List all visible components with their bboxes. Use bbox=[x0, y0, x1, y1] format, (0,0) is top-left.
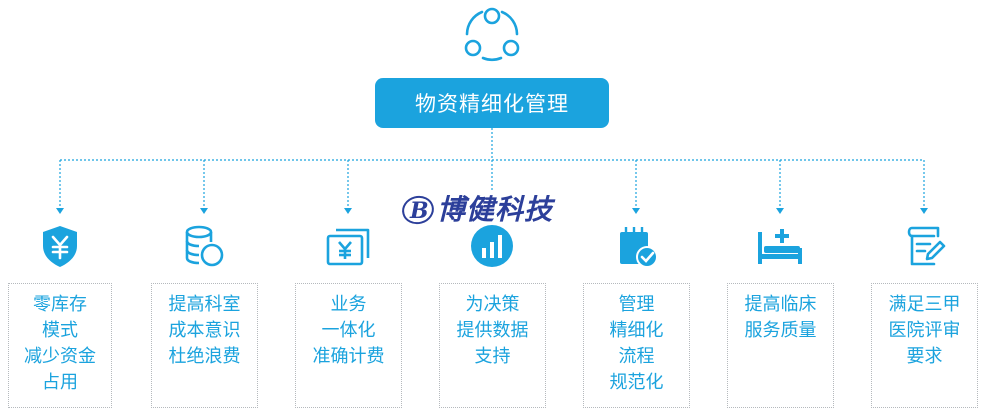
watermark-text: 博健科技 bbox=[437, 193, 554, 226]
brand-watermark-logo: B bbox=[402, 195, 434, 225]
calendar-check-icon bbox=[620, 227, 658, 268]
watermark-logo-letter: B bbox=[409, 198, 429, 224]
bar-chart-icon bbox=[471, 225, 513, 267]
card-line: 业务 bbox=[330, 294, 367, 315]
card-line: 杜绝浪费 bbox=[168, 346, 241, 367]
card-line: 提高科室 bbox=[168, 294, 241, 315]
card-line: 减少资金 bbox=[24, 346, 96, 367]
benefit-card-hospital-review: 满足三甲 医院评审 要求 bbox=[871, 283, 978, 408]
card-line: 成本意识 bbox=[168, 320, 241, 341]
card-line: 精细化 bbox=[609, 320, 664, 341]
benefit-card-integration: 业务 一体化 准确计费 bbox=[295, 283, 402, 408]
card-line: 准确计费 bbox=[312, 346, 385, 367]
benefit-card-decision-data: 为决策 提供数据 支持 bbox=[439, 283, 546, 408]
card-line: 管理 bbox=[618, 294, 655, 315]
benefit-card-clinical-service: 提高临床 服务质量 bbox=[727, 283, 834, 408]
card-line: 为决策 bbox=[465, 294, 520, 315]
card-line: 一体化 bbox=[321, 320, 376, 341]
card-line: 模式 bbox=[42, 320, 78, 341]
card-line: 医院评审 bbox=[888, 320, 961, 341]
card-line: 流程 bbox=[618, 346, 655, 367]
card-line: 支持 bbox=[474, 346, 511, 367]
benefit-card-cost-awareness: 提高科室 成本意识 杜绝浪费 bbox=[151, 283, 258, 408]
coin-stack-icon bbox=[185, 225, 224, 267]
benefit-card-zero-inventory: 零库存 模式 减少资金 占用 bbox=[8, 283, 112, 408]
card-line: 零库存 bbox=[33, 294, 87, 315]
main-title-box: 物资精细化管理 bbox=[375, 78, 609, 128]
yuan-bill-icon bbox=[326, 228, 370, 266]
card-line: 提高临床 bbox=[744, 294, 817, 315]
hospital-bed-icon bbox=[758, 229, 802, 264]
share-network-icon bbox=[464, 7, 520, 61]
card-line: 要求 bbox=[906, 346, 943, 367]
main-title: 物资精细化管理 bbox=[415, 92, 569, 116]
card-line: 占用 bbox=[42, 372, 78, 393]
benefit-card-process-management: 管理 精细化 流程 规范化 bbox=[583, 283, 690, 408]
card-line: 规范化 bbox=[609, 372, 664, 393]
card-line: 满足三甲 bbox=[888, 294, 961, 315]
form-edit-icon bbox=[907, 226, 946, 266]
yuan-shield-icon bbox=[43, 226, 77, 267]
card-line: 服务质量 bbox=[744, 320, 817, 341]
card-line: 提供数据 bbox=[456, 320, 529, 341]
